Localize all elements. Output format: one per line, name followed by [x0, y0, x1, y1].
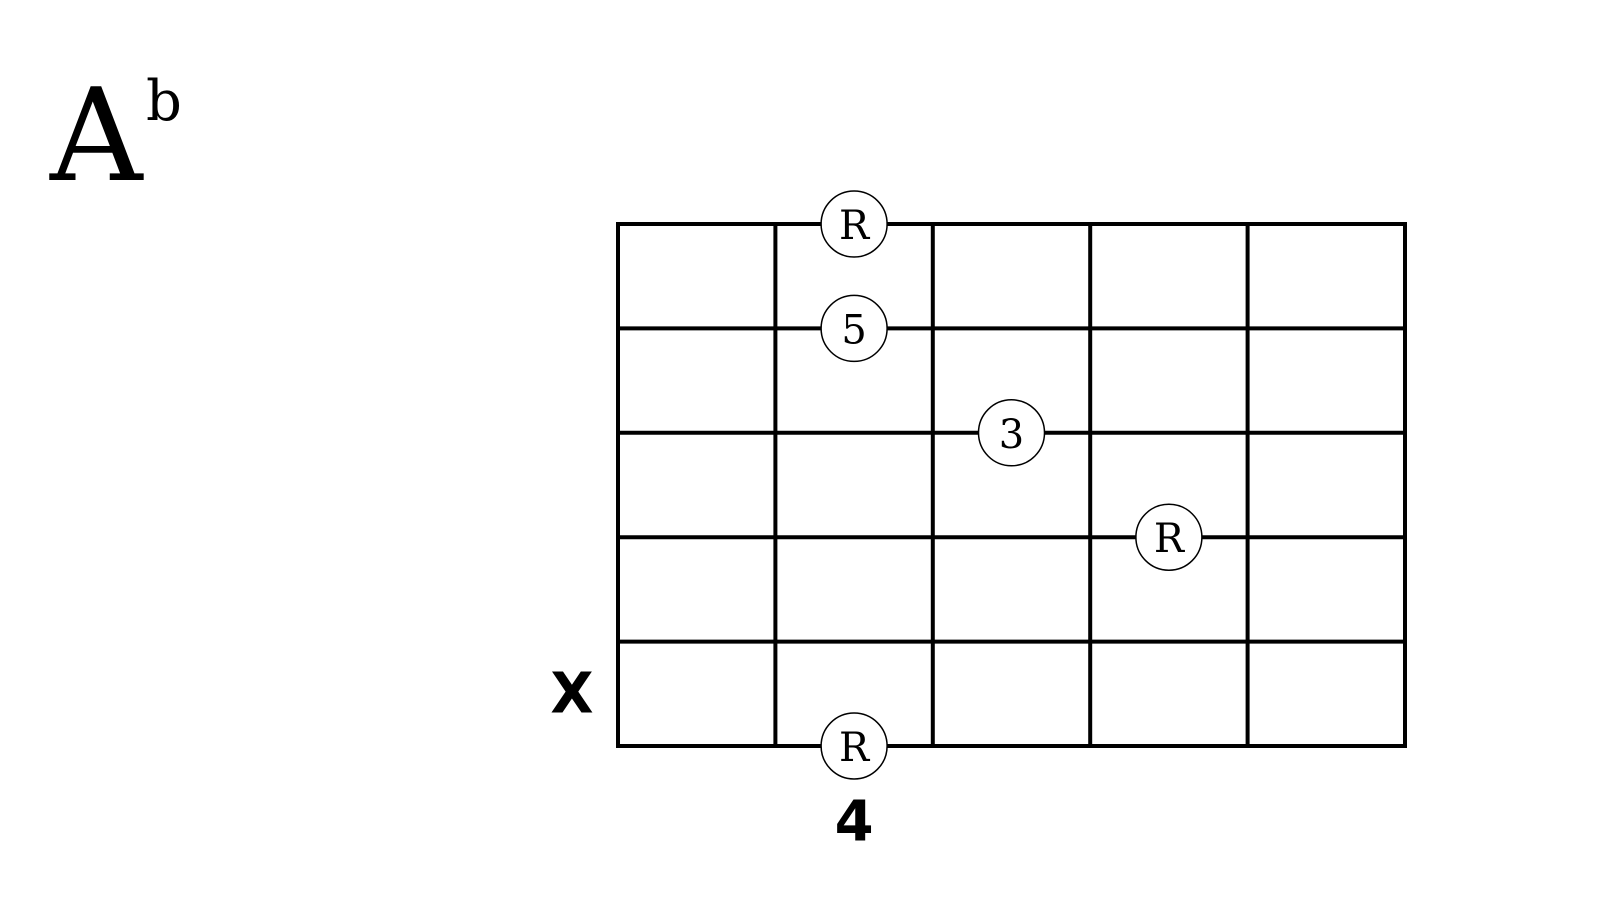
finger-dot-circle	[820, 712, 888, 780]
finger-dot-label: R	[1154, 516, 1186, 562]
chord-title: A b	[49, 62, 182, 211]
finger-dot-circle	[977, 399, 1046, 467]
finger-dot-circle	[820, 294, 888, 363]
finger-dot-circle	[820, 190, 888, 258]
finger-dot: R	[820, 712, 888, 780]
finger-dot-label: R	[839, 725, 871, 771]
finger-dot-label: 5	[841, 307, 866, 353]
start-fret-number: 4	[835, 790, 874, 855]
chord-accidental: b	[146, 69, 182, 134]
finger-dot-circle	[1135, 503, 1203, 571]
fretboard-grid	[616, 222, 1407, 748]
finger-dot: 5	[820, 294, 888, 363]
finger-dot: 3	[977, 399, 1046, 467]
muted-string-mark: X	[550, 661, 593, 726]
muted-strings: X	[550, 661, 593, 726]
finger-dot-label: R	[839, 203, 871, 249]
finger-dot: R	[1135, 503, 1203, 571]
finger-dot: R	[820, 190, 888, 258]
fret-number-labels: 4	[835, 790, 874, 855]
finger-dot-label: 3	[999, 412, 1024, 458]
chord-root-name: A	[49, 62, 144, 211]
